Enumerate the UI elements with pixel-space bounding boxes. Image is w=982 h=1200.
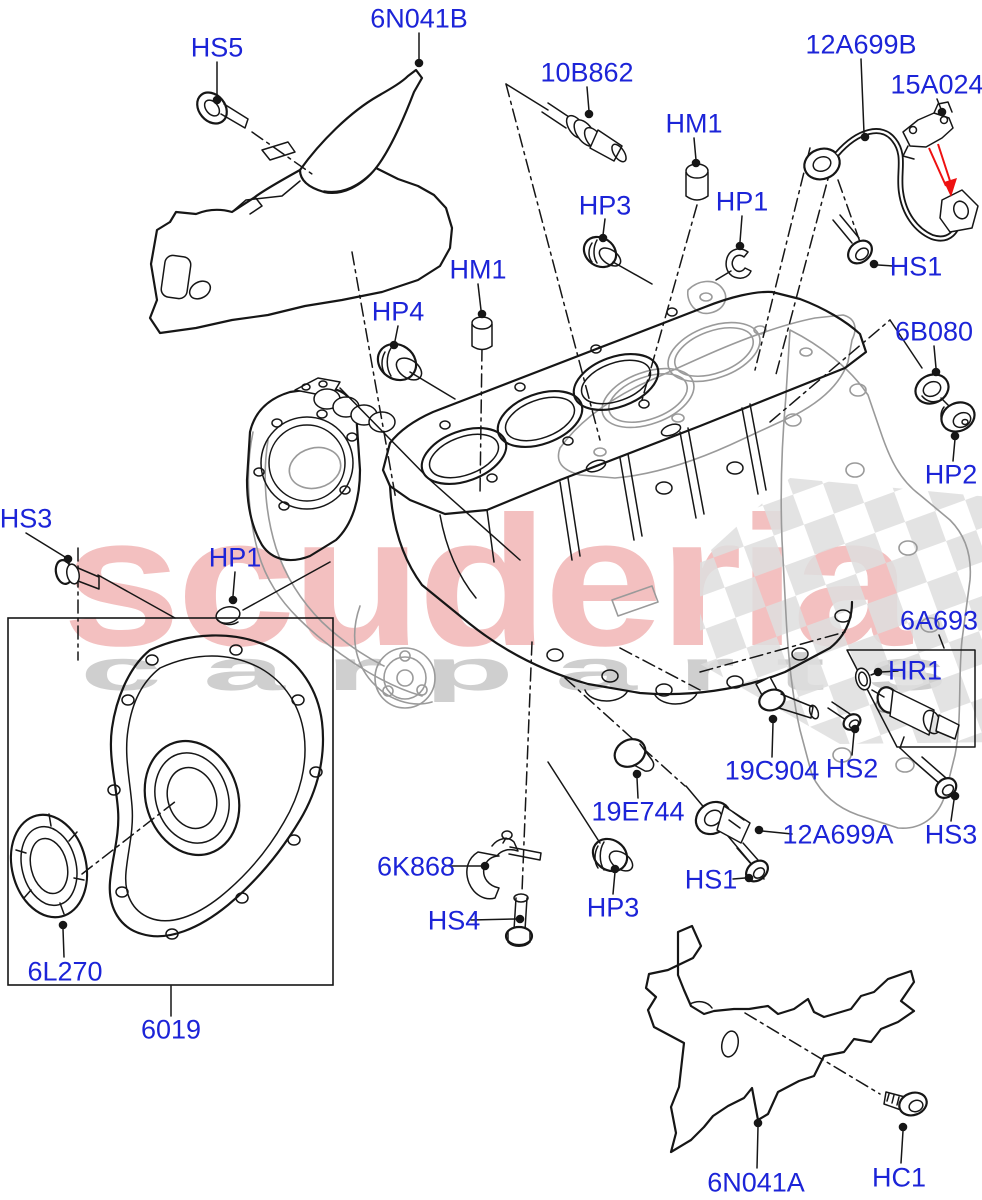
part-label-6n041b: 6N041B xyxy=(370,3,468,34)
part-label-hp2: HP2 xyxy=(924,459,978,490)
watermark-layer: scuderia c a r p a r t s xyxy=(62,478,982,744)
part-label-hm1-top: HM1 xyxy=(665,108,723,139)
part-label-hp4: HP4 xyxy=(371,296,425,327)
ghost-parts xyxy=(247,280,972,829)
cylinder-block xyxy=(245,290,868,705)
small-parts-top xyxy=(376,101,979,433)
part-label-hs3-left: HS3 xyxy=(0,503,53,534)
part-label-hp3-bottom: HP3 xyxy=(586,892,640,923)
part-label-hs2: HS2 xyxy=(825,753,879,784)
timing-cover-box xyxy=(7,617,334,986)
part-label-hp3-top: HP3 xyxy=(578,190,632,221)
part-label-19e744: 19E744 xyxy=(591,796,685,827)
part-label-6019: 6019 xyxy=(140,1014,202,1045)
heat-shield-upper xyxy=(148,68,454,335)
part-label-hs1-top: HS1 xyxy=(889,251,943,282)
part-label-hp1-top: HP1 xyxy=(715,186,769,217)
part-label-hs3-right: HS3 xyxy=(924,819,978,850)
part-label-6b080: 6B080 xyxy=(894,316,974,347)
red-arrow-head xyxy=(944,178,957,197)
small-parts-bottom xyxy=(466,649,976,947)
part-label-hc1: HC1 xyxy=(871,1162,927,1193)
heat-shield-lower xyxy=(644,924,928,1154)
part-label-6a693: 6A693 xyxy=(899,605,979,636)
part-label-6k868: 6K868 xyxy=(376,851,456,882)
part-label-10b862: 10B862 xyxy=(540,57,634,88)
part-label-hs1-bottom: HS1 xyxy=(684,864,738,895)
part-label-19c904: 19C904 xyxy=(724,755,820,786)
part-label-15a024: 15A024 xyxy=(890,69,982,100)
part-label-hp1-left: HP1 xyxy=(208,542,262,573)
part-label-hm1-left: HM1 xyxy=(449,254,507,285)
part-label-12a699b: 12A699B xyxy=(805,29,917,60)
part-label-hr1: HR1 xyxy=(887,655,943,686)
part-label-hs4: HS4 xyxy=(427,905,481,936)
part-label-hs5: HS5 xyxy=(190,32,244,63)
label-leaders xyxy=(25,32,960,1169)
red-arrow-lines xyxy=(928,143,952,187)
part-label-12a699a: 12A699A xyxy=(782,819,894,850)
part-label-6l270: 6L270 xyxy=(27,956,103,987)
leader-lines xyxy=(77,83,923,1095)
part-label-6n041a: 6N041A xyxy=(707,1167,805,1198)
small-parts-left xyxy=(54,559,331,626)
part-box-6a693 xyxy=(846,649,976,748)
